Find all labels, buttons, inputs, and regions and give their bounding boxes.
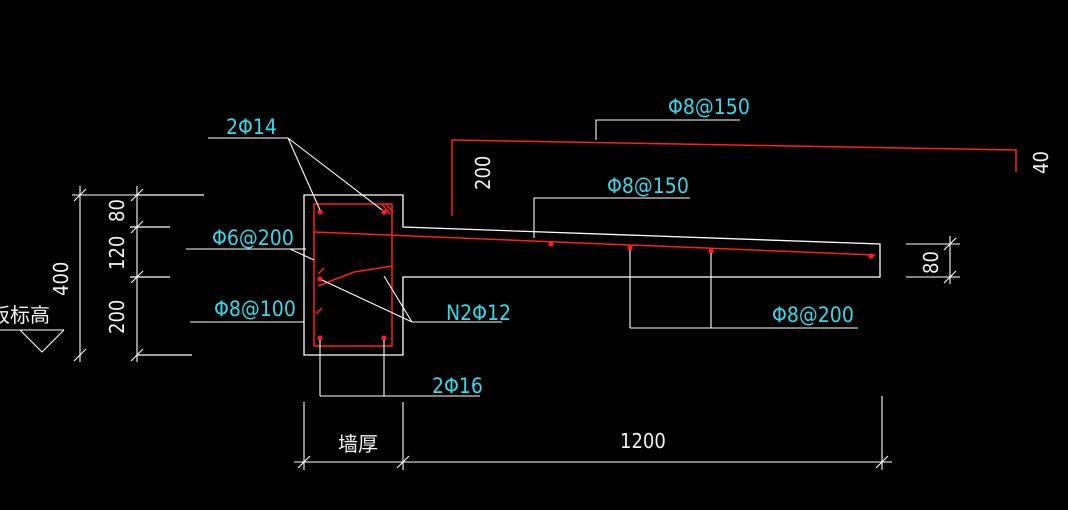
slab-top-rebar bbox=[313, 231, 876, 256]
n2-bar-straight bbox=[353, 265, 393, 273]
rebar-dot bbox=[627, 245, 633, 251]
label-lower-phi8-150: Φ8@150 bbox=[607, 174, 689, 198]
dim-text-1200: 1200 bbox=[620, 429, 666, 453]
leader-lower-phi8-150 bbox=[533, 197, 690, 238]
dim-seg-tick-2 bbox=[130, 220, 144, 234]
elevation-triangle bbox=[19, 329, 65, 353]
label-n2phi12: N2Φ12 bbox=[446, 301, 511, 325]
dim-slab-tick-bottom bbox=[943, 270, 957, 284]
n2-bar-diagonal bbox=[317, 271, 355, 287]
rebar-labels: 2Φ14 Φ6@200 Φ8@100 N2Φ12 2Φ16 Φ8@150 Φ8@… bbox=[212, 95, 854, 398]
label-phi8-200: Φ8@200 bbox=[772, 303, 854, 327]
upper-bent-bar bbox=[451, 139, 1017, 216]
dimension-labels: 400 80 120 200 80 200 40 墙厚 1200 板标高 bbox=[0, 151, 1053, 456]
dim-h-tick-1 bbox=[297, 455, 311, 469]
n2-bar-hook bbox=[317, 267, 325, 275]
leader-phi6-b bbox=[289, 248, 315, 261]
elevation-note: 板标高 bbox=[0, 303, 50, 327]
rebar-dot bbox=[548, 241, 554, 247]
side-bar-hook bbox=[315, 307, 323, 315]
leader-lines bbox=[186, 119, 858, 397]
rebar-dot bbox=[317, 209, 323, 215]
dim-slab-tick-top bbox=[943, 237, 957, 251]
leader-n2-b bbox=[383, 275, 413, 323]
label-phi8-100: Φ8@100 bbox=[214, 297, 296, 321]
dim-text-wall: 墙厚 bbox=[338, 432, 378, 456]
dim-seg-tick-1 bbox=[130, 188, 144, 202]
dim-h-tick-2 bbox=[396, 455, 410, 469]
dim-seg-tick-4 bbox=[130, 348, 144, 362]
label-upper-phi8-150: Φ8@150 bbox=[668, 95, 750, 119]
rebar-dot bbox=[708, 248, 714, 254]
rebar-dot bbox=[317, 276, 323, 282]
dim-h-tick-3 bbox=[875, 455, 889, 469]
dimension-lines bbox=[0, 186, 960, 470]
dim-total-tick-bottom bbox=[73, 348, 87, 362]
dim-text-200-left: 200 bbox=[105, 300, 129, 334]
rebar-dot bbox=[381, 209, 387, 215]
leader-2phi14-b bbox=[287, 137, 383, 211]
stirrup-hook-2 bbox=[385, 203, 394, 213]
rebar-dot bbox=[868, 253, 874, 259]
beam-slab-outline bbox=[303, 194, 881, 356]
dim-text-40: 40 bbox=[1029, 151, 1053, 174]
dim-text-80-left: 80 bbox=[105, 199, 129, 222]
leader-2phi14-a bbox=[287, 137, 321, 211]
label-2phi14: 2Φ14 bbox=[226, 115, 277, 139]
beam-stirrup bbox=[313, 203, 393, 347]
dim-text-80-slab: 80 bbox=[919, 251, 943, 274]
dim-text-200-hook: 200 bbox=[471, 156, 495, 190]
label-phi6-200: Φ6@200 bbox=[212, 226, 294, 250]
leader-n2-a bbox=[321, 279, 413, 323]
rebar-dot bbox=[317, 335, 323, 341]
dim-seg-tick-3 bbox=[130, 270, 144, 284]
leader-upper-phi8-150 bbox=[595, 119, 740, 140]
stirrup-hook-1 bbox=[381, 203, 391, 215]
rebar-dot bbox=[381, 335, 387, 341]
dim-text-400: 400 bbox=[49, 262, 73, 296]
dim-text-120: 120 bbox=[105, 236, 129, 270]
label-2phi16: 2Φ16 bbox=[432, 374, 483, 398]
rebar-dots bbox=[317, 209, 874, 341]
concrete-outline bbox=[130, 194, 881, 356]
rebar-group bbox=[313, 139, 1017, 347]
